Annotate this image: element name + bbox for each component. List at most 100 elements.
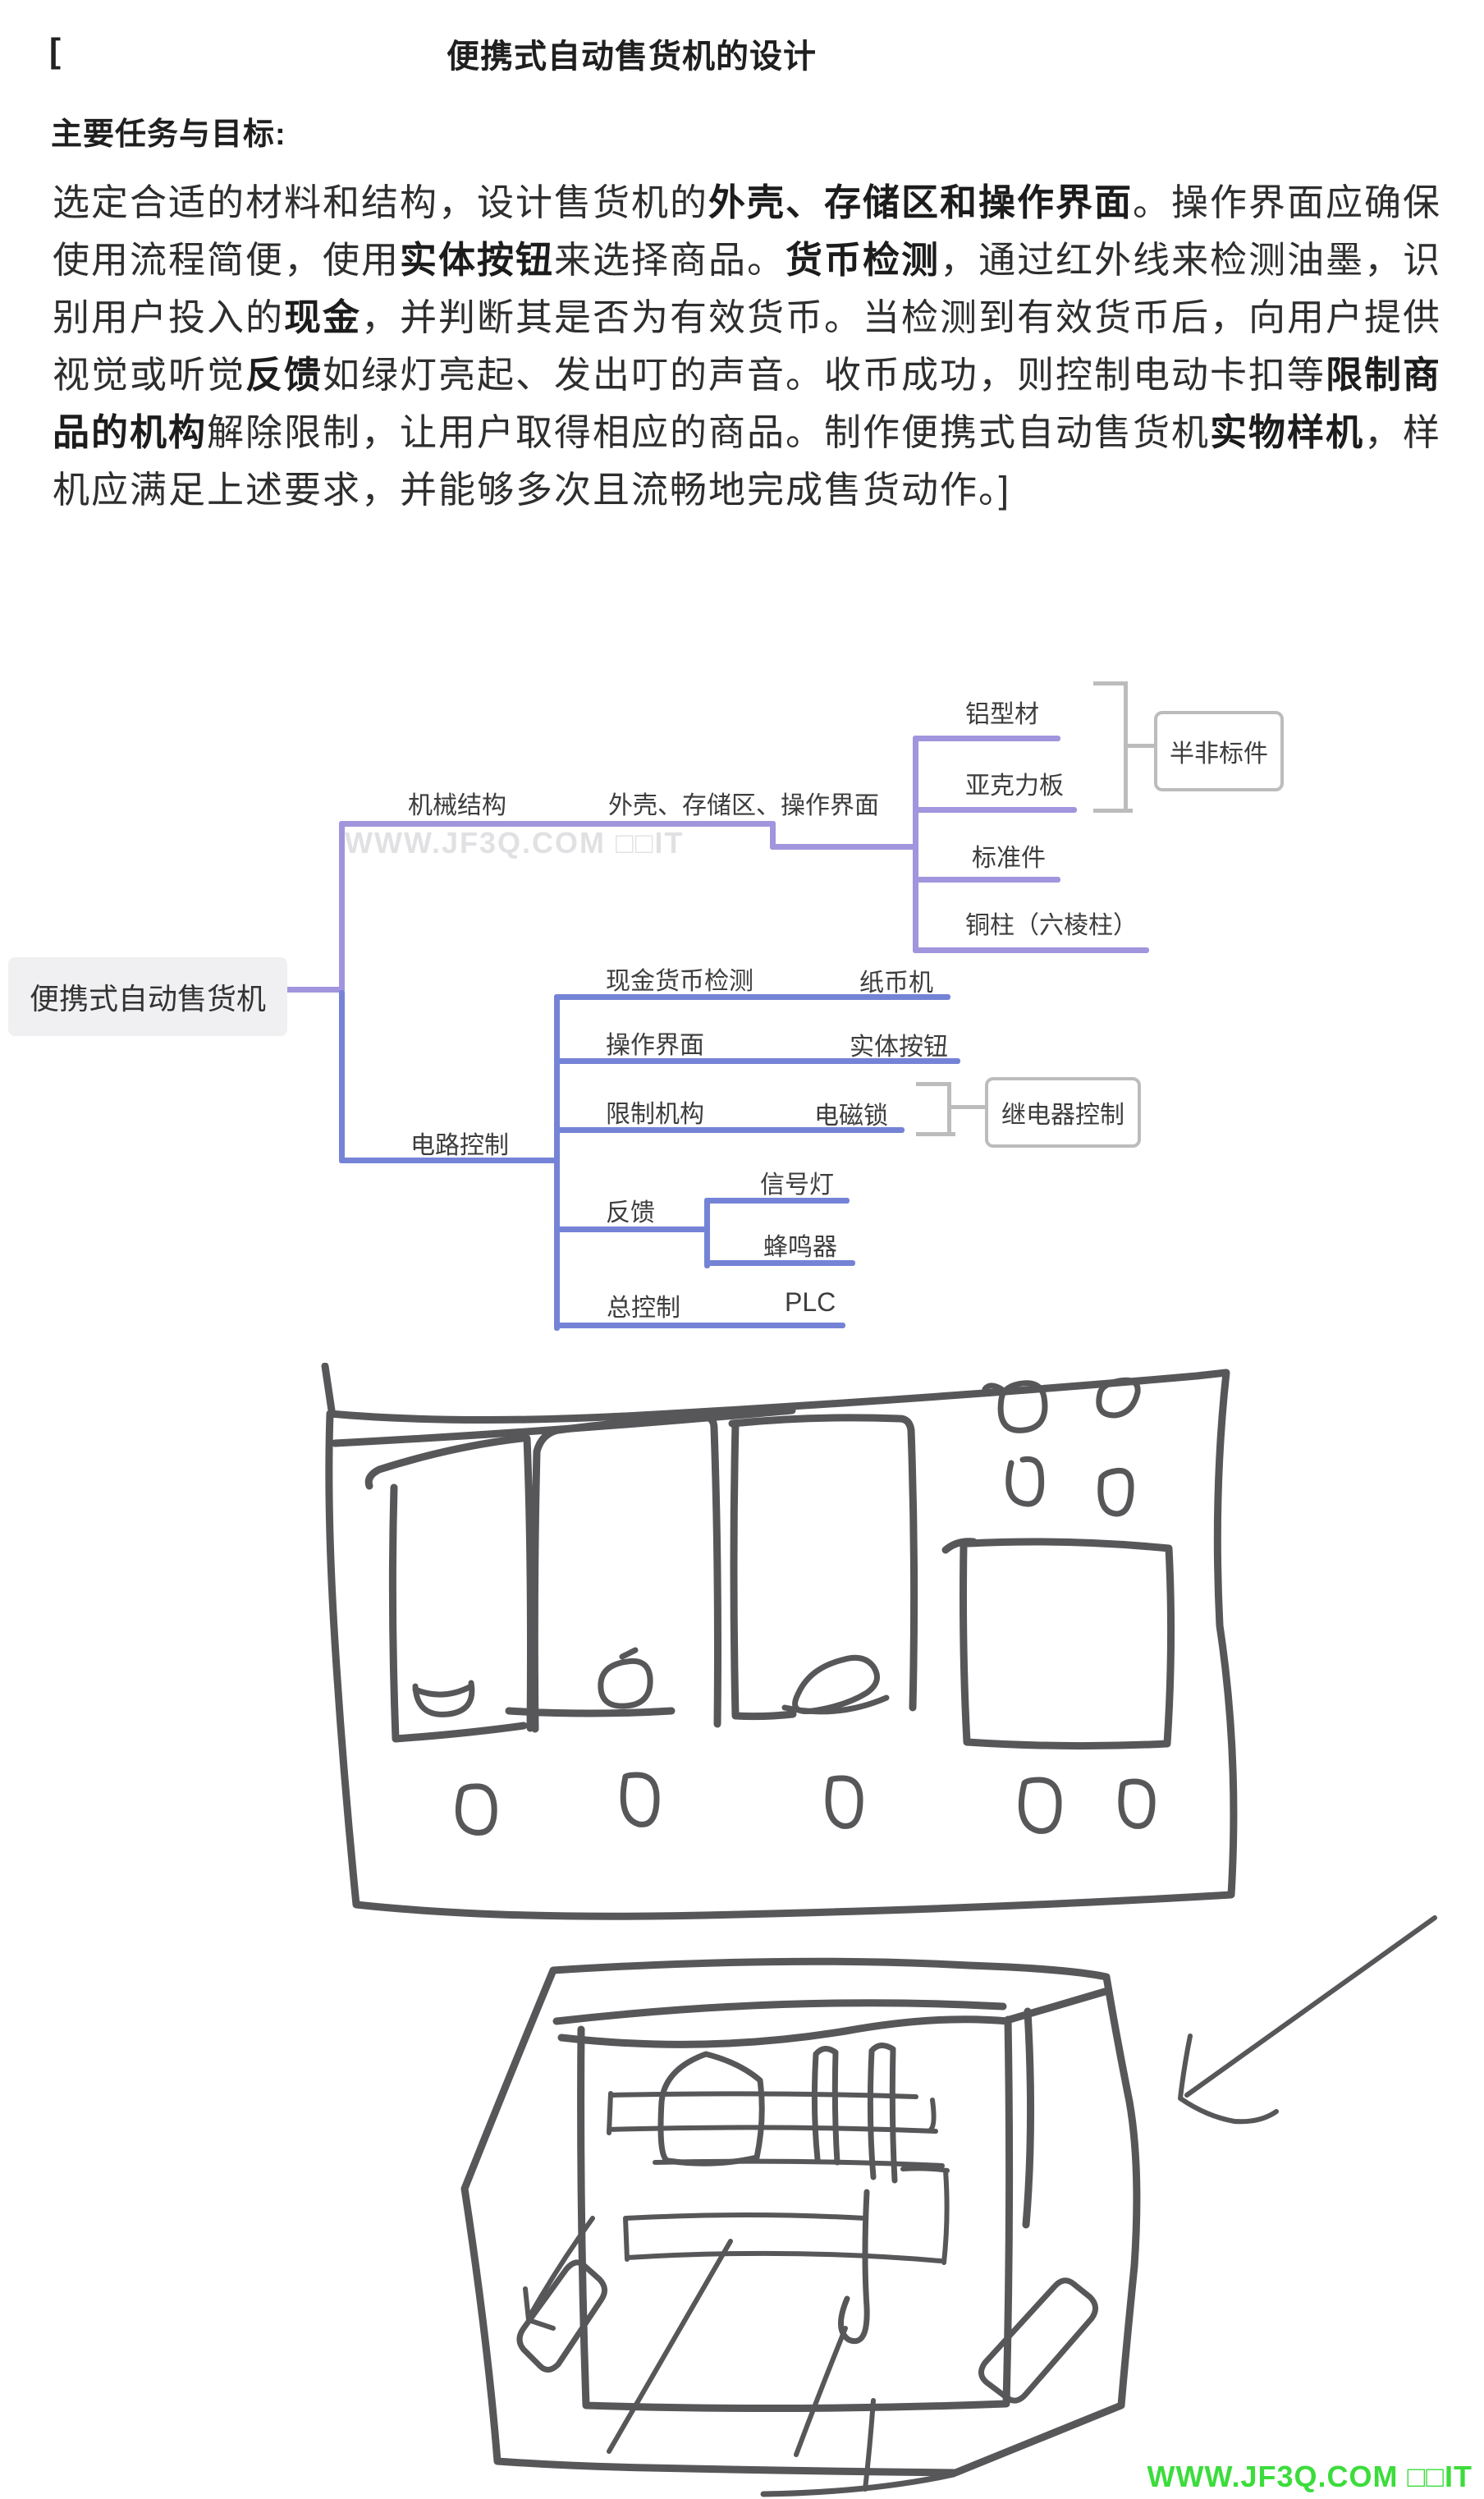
limit-row-underline — [554, 1127, 905, 1133]
coin-mechanism-rails — [607, 2091, 945, 2168]
summary-bracket-1 — [1124, 681, 1128, 813]
copper-pillar-underline — [913, 947, 1149, 953]
node-physical-button: 实体按钮 — [850, 1034, 948, 1061]
slot-2 — [505, 1413, 721, 1733]
text-segment-bold: 外壳、存储区和操作界面 — [708, 181, 1134, 223]
open-bracket: [ — [49, 31, 61, 70]
shading-stroke-3 — [863, 2398, 876, 2492]
text-segment: ，并判断其是否为有效货币。当检测到有效货币后，向用户提供 — [361, 296, 1442, 338]
button-bottom-5 — [1118, 1778, 1156, 1829]
summary-bracket-2-top — [916, 1082, 951, 1086]
trunk-line-lower — [339, 990, 345, 1163]
circuit-branch-line — [339, 1158, 560, 1163]
page-title: 便携式自动售货机的设计 — [447, 39, 817, 75]
text-segment-bold: 实体按钮 — [400, 239, 555, 281]
feedback-underline — [554, 1227, 708, 1232]
summary-bracket-2-bottom — [916, 1132, 955, 1136]
node-shell-storage-ui: 外壳、存储区、操作界面 — [608, 792, 879, 819]
node-aluminum-profile: 铝型材 — [965, 701, 1039, 728]
acrylic-underline — [913, 807, 1077, 813]
text-segment: 视觉或听觉 — [53, 354, 246, 396]
standard-parts-underline — [913, 877, 1060, 883]
summary-bracket-1-bottom — [1093, 809, 1133, 813]
text-segment: 。操作界面应确保 — [1133, 181, 1442, 223]
button-mid-2 — [1097, 1467, 1134, 1517]
aluminum-underline — [913, 736, 1060, 741]
text-segment: ，通过红外线来检测油墨，识 — [940, 239, 1442, 281]
summary-box-relay-control: 继电器控制 — [985, 1077, 1141, 1148]
text-segment-bold: 现金 — [284, 296, 362, 338]
mechanical-subtrunk-line — [913, 736, 918, 953]
small-arrow-icon — [523, 2216, 595, 2331]
summary-bracket-1-top — [1093, 681, 1128, 686]
node-signal-light: 信号灯 — [760, 1172, 834, 1199]
slot-3 — [728, 1414, 918, 1721]
text-segment: 如绿灯亮起、发出叮的声音。收币成功，则控制电动卡扣等 — [323, 354, 1326, 396]
node-total-control: 总控制 — [607, 1295, 680, 1322]
node-buzzer: 蜂鸣器 — [763, 1234, 837, 1261]
summary-bracket-1-stub — [1126, 744, 1156, 748]
button-bottom-1 — [455, 1783, 497, 1836]
mechanical-step-line — [770, 821, 776, 850]
trunk-line-upper — [339, 821, 345, 993]
button-bottom-2 — [620, 1772, 660, 1827]
summary-bracket-2-stub — [950, 1105, 986, 1109]
paragraph-line: 别用户投入的现金，并判断其是否为有效货币。当检测到有效货币后，向用户提供 — [53, 289, 1464, 346]
node-plc: PLC — [785, 1287, 836, 1317]
text-segment: 来选择商品。 — [554, 239, 786, 281]
summary-box-semi-nonstandard: 半非标件 — [1154, 711, 1284, 791]
slot-1 — [364, 1434, 534, 1743]
node-cash-detection: 现金货币检测 — [606, 968, 753, 995]
root-connector-line — [286, 987, 345, 993]
shading-stroke-1 — [607, 2239, 733, 2454]
node-limit-mechanism: 限制机构 — [606, 1101, 704, 1128]
node-solenoid-lock: 电磁锁 — [814, 1103, 888, 1130]
paragraph-line: 视觉或听觉反馈如绿灯亮起、发出叮的声音。收币成功，则控制电动卡扣等限制商 — [53, 346, 1464, 404]
mechanical-branch-line — [339, 821, 776, 827]
mechanical-branch-line-2 — [770, 844, 918, 850]
button-top-2 — [1096, 1377, 1141, 1419]
total-control-underline — [554, 1323, 845, 1328]
slot-3-opening — [781, 1654, 890, 1715]
paragraph-line: 选定合适的材料和结构，设计售货机的外壳、存储区和操作界面。操作界面应确保 — [53, 174, 1464, 232]
node-acrylic-board: 亚克力板 — [965, 773, 1064, 800]
feedback-subtrunk-line — [704, 1198, 710, 1268]
ui-row-underline — [554, 1058, 960, 1064]
text-segment: 别用户投入的 — [53, 296, 285, 338]
text-segment-bold: 品的机构 — [53, 411, 208, 453]
node-copper-pillar: 铜柱（六棱柱） — [965, 912, 1138, 939]
buzzer-underline — [704, 1260, 855, 1266]
text-segment-bold: 限制商 — [1326, 354, 1442, 396]
button-top-1 — [982, 1380, 1048, 1433]
slot-2-opening — [598, 1647, 653, 1709]
text-segment: ，样 — [1364, 411, 1442, 453]
paragraph-line: 品的机构解除限制，让用户取得相应的商品。制作便携式自动售货机实物样机，样 — [53, 404, 1464, 461]
footer-watermark: WWW.JF3Q.COM □□IT — [1147, 2460, 1473, 2493]
text-segment-bold: 反馈 — [245, 354, 323, 396]
text-segment: 解除限制，让用户取得相应的商品。制作便携式自动售货机 — [207, 411, 1211, 453]
front-panel-sketch — [321, 1363, 1238, 1920]
bottom-swoosh — [760, 2471, 957, 2497]
pointer-arrow-icon — [1178, 1915, 1437, 2125]
cabinet-front-panel — [552, 1988, 1109, 2413]
button-mid-1 — [1005, 1456, 1045, 1507]
button-bottom-3 — [825, 1775, 863, 1829]
paragraph-line: 使用流程简便，使用实体按钮来选择商品。货币检测，通过红外线来检测油墨，识 — [53, 232, 1464, 289]
section-heading: 主要任务与目标: — [51, 117, 286, 152]
ghost-watermark: WWW.JF3Q.COM □□IT — [345, 826, 685, 860]
node-standard-parts: 标准件 — [972, 845, 1046, 872]
text-segment: 选定合适的材料和结构，设计售货机的 — [53, 181, 709, 223]
paragraph-line: 机应满足上述要求，并能够多次且流畅地完成售货动作。] — [53, 461, 1464, 519]
node-circuit-control: 电路控制 — [410, 1132, 509, 1159]
circuit-subtrunk-line — [554, 994, 560, 1331]
display-window — [941, 1538, 1175, 1750]
node-mechanical-structure: 机械结构 — [408, 792, 506, 819]
text-segment-bold: 实物样机 — [1210, 411, 1365, 453]
text-segment: 机应满足上述要求，并能够多次且流畅地完成售货动作。] — [53, 469, 1011, 511]
text-segment: 使用流程简便，使用 — [53, 239, 401, 281]
node-operation-interface: 操作界面 — [606, 1032, 704, 1059]
node-feedback: 反馈 — [606, 1199, 655, 1227]
summary-bracket-2 — [947, 1082, 951, 1136]
signal-light-underline — [704, 1198, 850, 1204]
